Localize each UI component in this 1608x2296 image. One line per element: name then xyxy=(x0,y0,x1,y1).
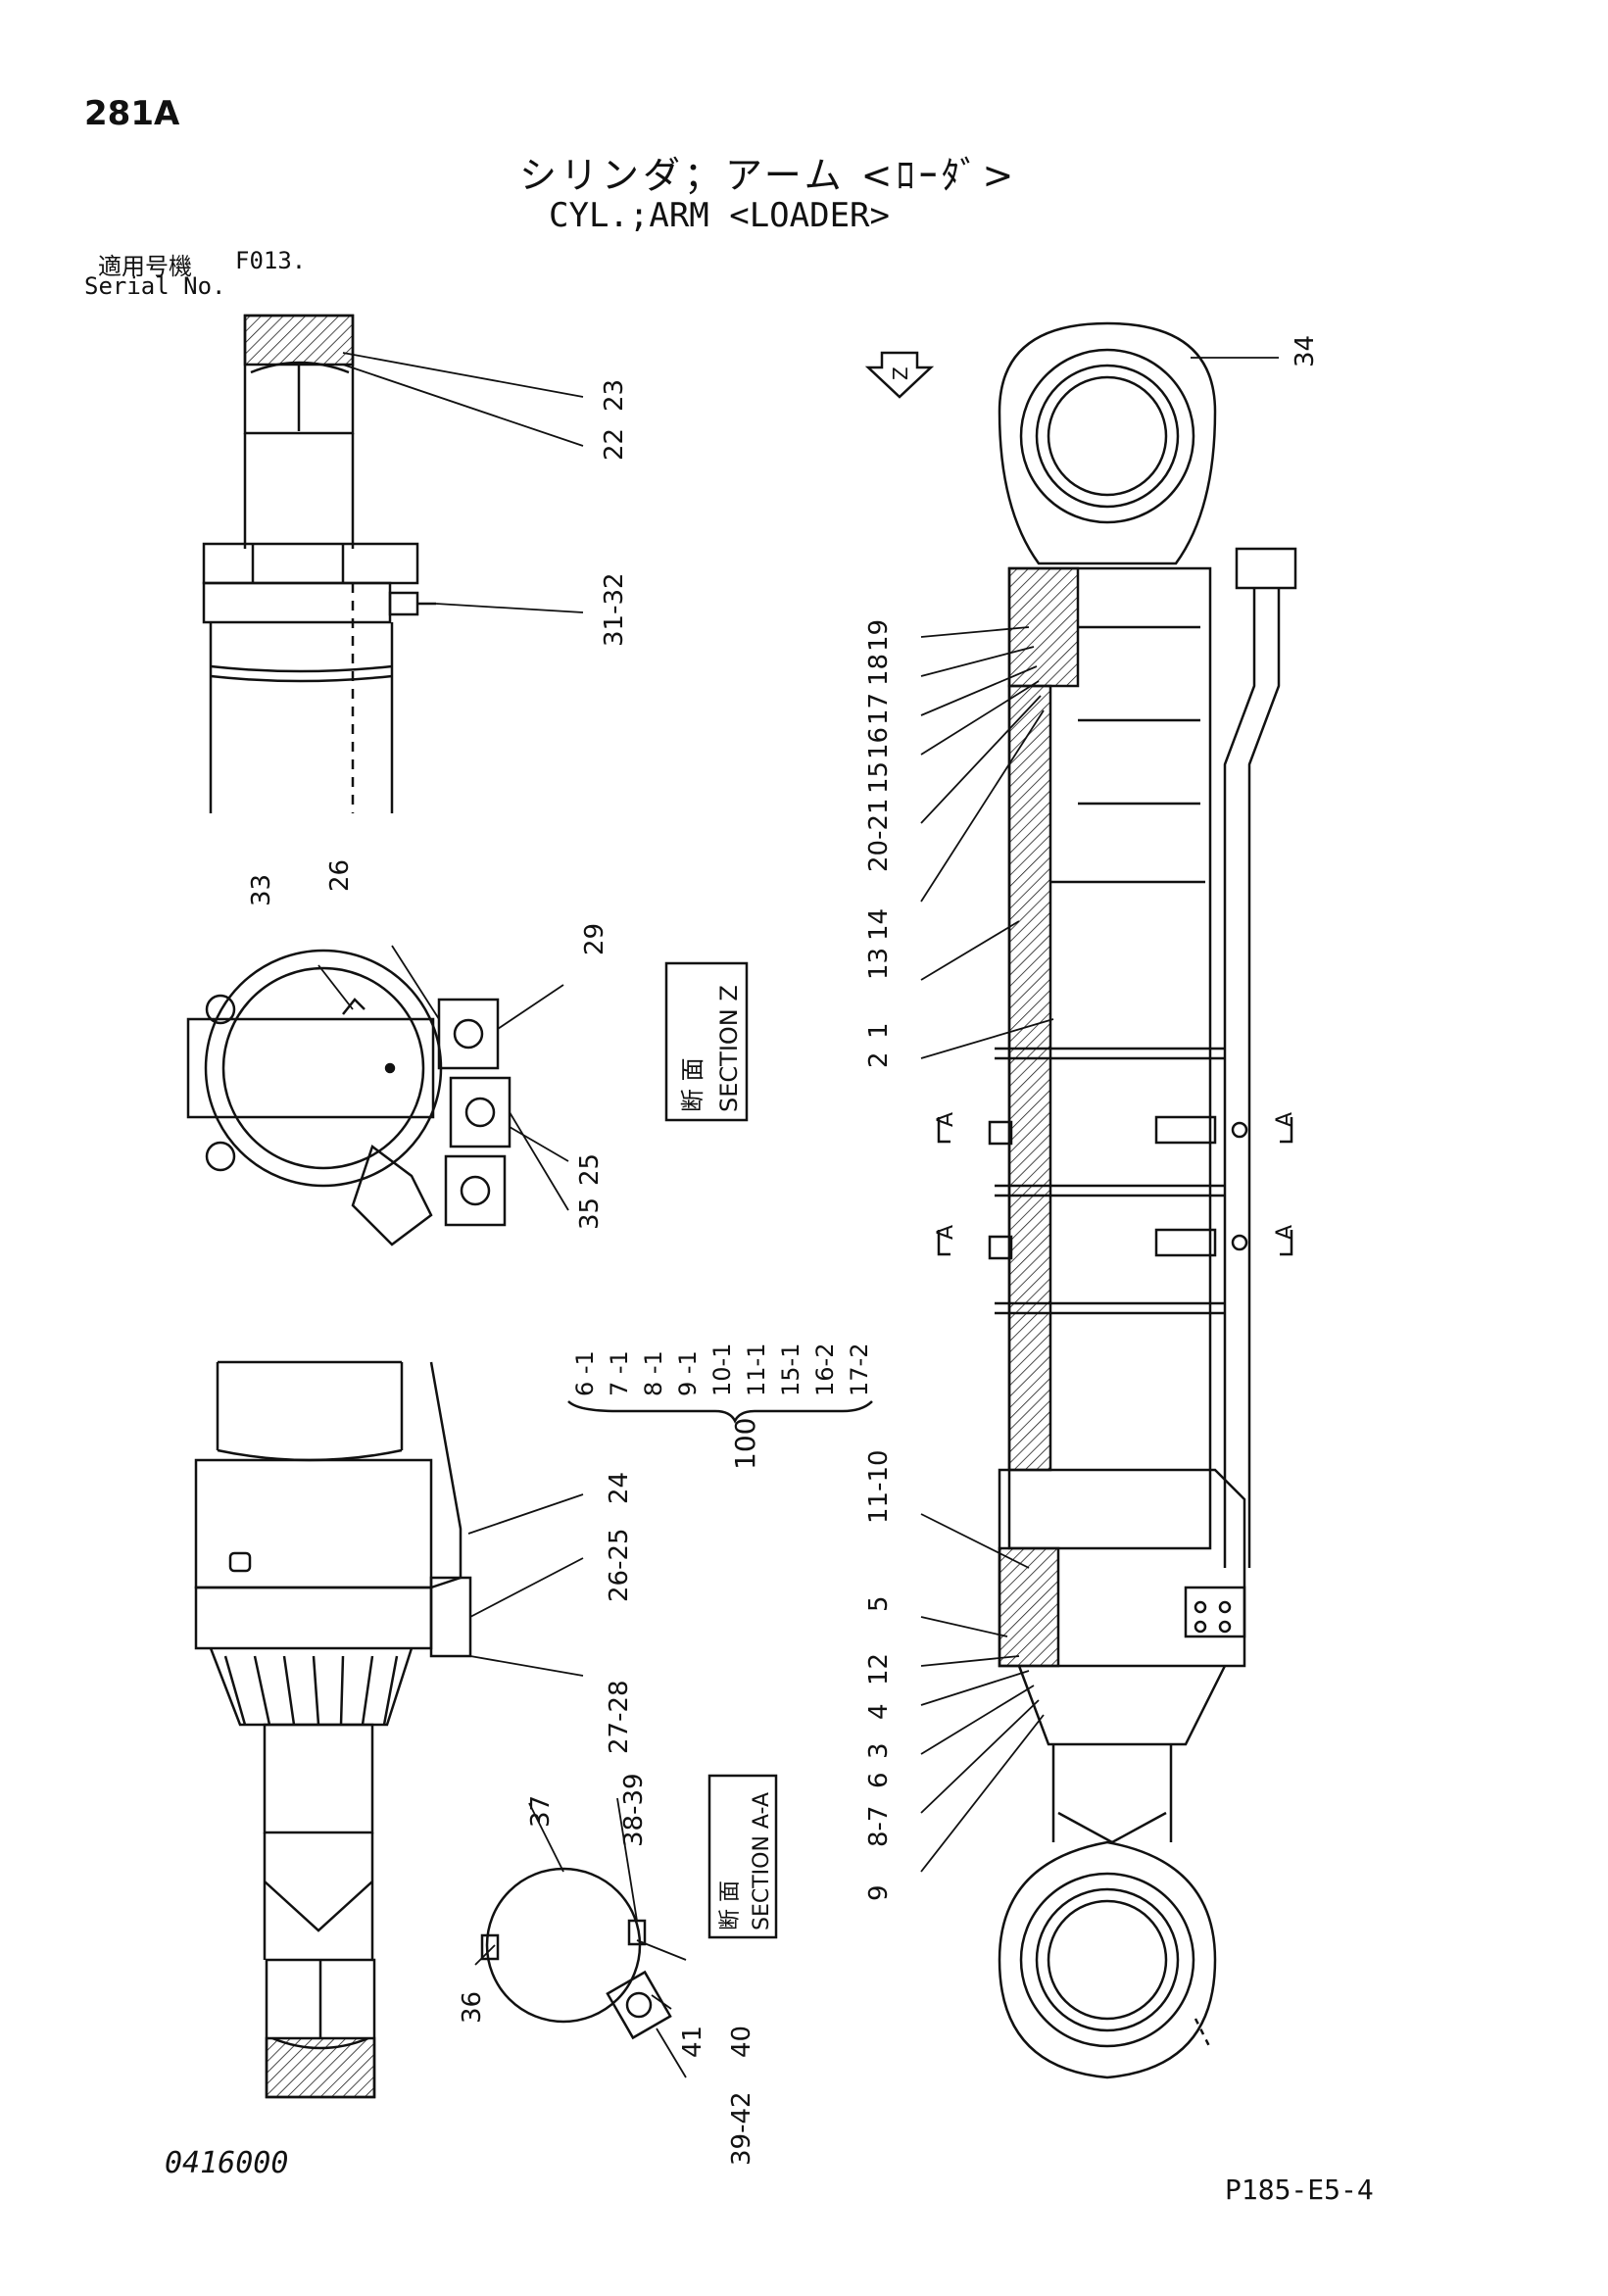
section-z-drawing xyxy=(186,949,512,1246)
section-z-en: SECTION Z xyxy=(715,985,743,1112)
model-label: 適用号機 xyxy=(98,253,192,280)
main-cylinder-drawing xyxy=(988,321,1297,2079)
callout-13: 13 xyxy=(864,948,894,980)
callout-17: 17 xyxy=(864,693,894,725)
callout-14: 14 xyxy=(864,908,894,941)
section-aa-jp: 断 面 xyxy=(718,1881,743,1930)
kit-item: 10-1 xyxy=(708,1343,736,1396)
section-aa-en: SECTION A-A xyxy=(750,1792,774,1930)
cut-a-label: A xyxy=(1273,1225,1297,1240)
serial-label: Serial No. xyxy=(84,272,226,300)
kit-item: 8 -1 xyxy=(640,1350,667,1396)
kit-item: 9 -1 xyxy=(674,1350,702,1396)
view-z-arrow xyxy=(864,351,935,399)
callout-4: 4 xyxy=(864,1703,894,1720)
callout-12: 12 xyxy=(864,1653,894,1685)
callout-6: 6 xyxy=(864,1772,894,1788)
callout-36: 36 xyxy=(458,1991,487,2024)
cut-a-label: A xyxy=(934,1112,958,1127)
callout-33: 33 xyxy=(247,874,276,906)
top-view-drawing xyxy=(202,314,436,813)
callout-26-25: 26-25 xyxy=(605,1528,634,1602)
section-aa-drawing xyxy=(480,1867,672,2040)
callout-41: 41 xyxy=(678,2026,707,2058)
callout-40: 40 xyxy=(727,2026,756,2058)
callout-29: 29 xyxy=(580,923,609,955)
callout-39-42: 39-42 xyxy=(727,2091,756,2166)
callout-26-z: 26 xyxy=(325,859,355,892)
view-z-letter: Z xyxy=(889,366,912,380)
callout-9: 9 xyxy=(864,1884,894,1901)
kit-item: 16-2 xyxy=(811,1343,839,1396)
callout-34: 34 xyxy=(1291,335,1320,367)
callout-2: 2 xyxy=(864,1051,894,1068)
callout-24: 24 xyxy=(605,1472,634,1504)
kit-item: 7 -1 xyxy=(606,1350,633,1396)
callout-5: 5 xyxy=(864,1595,894,1612)
section-z-jp: 断 面 xyxy=(679,1057,707,1112)
kit-item: 6 -1 xyxy=(571,1350,599,1396)
callout-16: 16 xyxy=(864,727,894,759)
kit-100-label: 100 xyxy=(729,1418,761,1470)
kit-item: 11-1 xyxy=(743,1343,770,1396)
callout-27-28: 27-28 xyxy=(605,1680,634,1754)
callout-22: 22 xyxy=(600,428,629,461)
callout-25-z: 25 xyxy=(575,1153,605,1186)
callout-1: 1 xyxy=(864,1022,894,1039)
callout-3: 3 xyxy=(864,1742,894,1759)
model-value: F013. xyxy=(235,247,307,274)
title-english: CYL.;ARM <LOADER> xyxy=(549,196,890,235)
page-number: 281A xyxy=(84,94,180,133)
page-reference: P185-E5-4 xyxy=(1225,2174,1374,2206)
section-aa-label-box xyxy=(707,1774,778,1939)
section-z-label-box xyxy=(664,961,749,1122)
kit-item: 15-1 xyxy=(777,1343,804,1396)
callout-18: 18 xyxy=(864,654,894,686)
kit-100-brace xyxy=(567,1400,873,1424)
callout-37: 37 xyxy=(526,1795,556,1828)
document-code: 0416000 xyxy=(165,2146,289,2180)
cut-a-label: A xyxy=(934,1225,958,1240)
title-japanese: シリンダ；アーム <ﾛｰﾀﾞ> xyxy=(519,154,1018,197)
leader-lines xyxy=(317,352,1279,2078)
callout-19: 19 xyxy=(864,619,894,652)
cut-a-label: A xyxy=(1273,1112,1297,1127)
callout-31-32: 31-32 xyxy=(600,572,629,647)
section-cut-markers xyxy=(937,1117,1293,1256)
callout-38-39: 38-39 xyxy=(619,1773,649,1847)
kit-item: 17-2 xyxy=(846,1343,873,1396)
callout-15: 15 xyxy=(864,761,894,794)
callout-8-7: 8-7 xyxy=(864,1806,894,1847)
callout-11-10: 11-10 xyxy=(864,1449,894,1524)
callout-20-21: 20-21 xyxy=(864,798,894,872)
callout-35: 35 xyxy=(575,1197,605,1230)
callout-23: 23 xyxy=(600,379,629,412)
side-view-drawing xyxy=(194,1360,472,2099)
